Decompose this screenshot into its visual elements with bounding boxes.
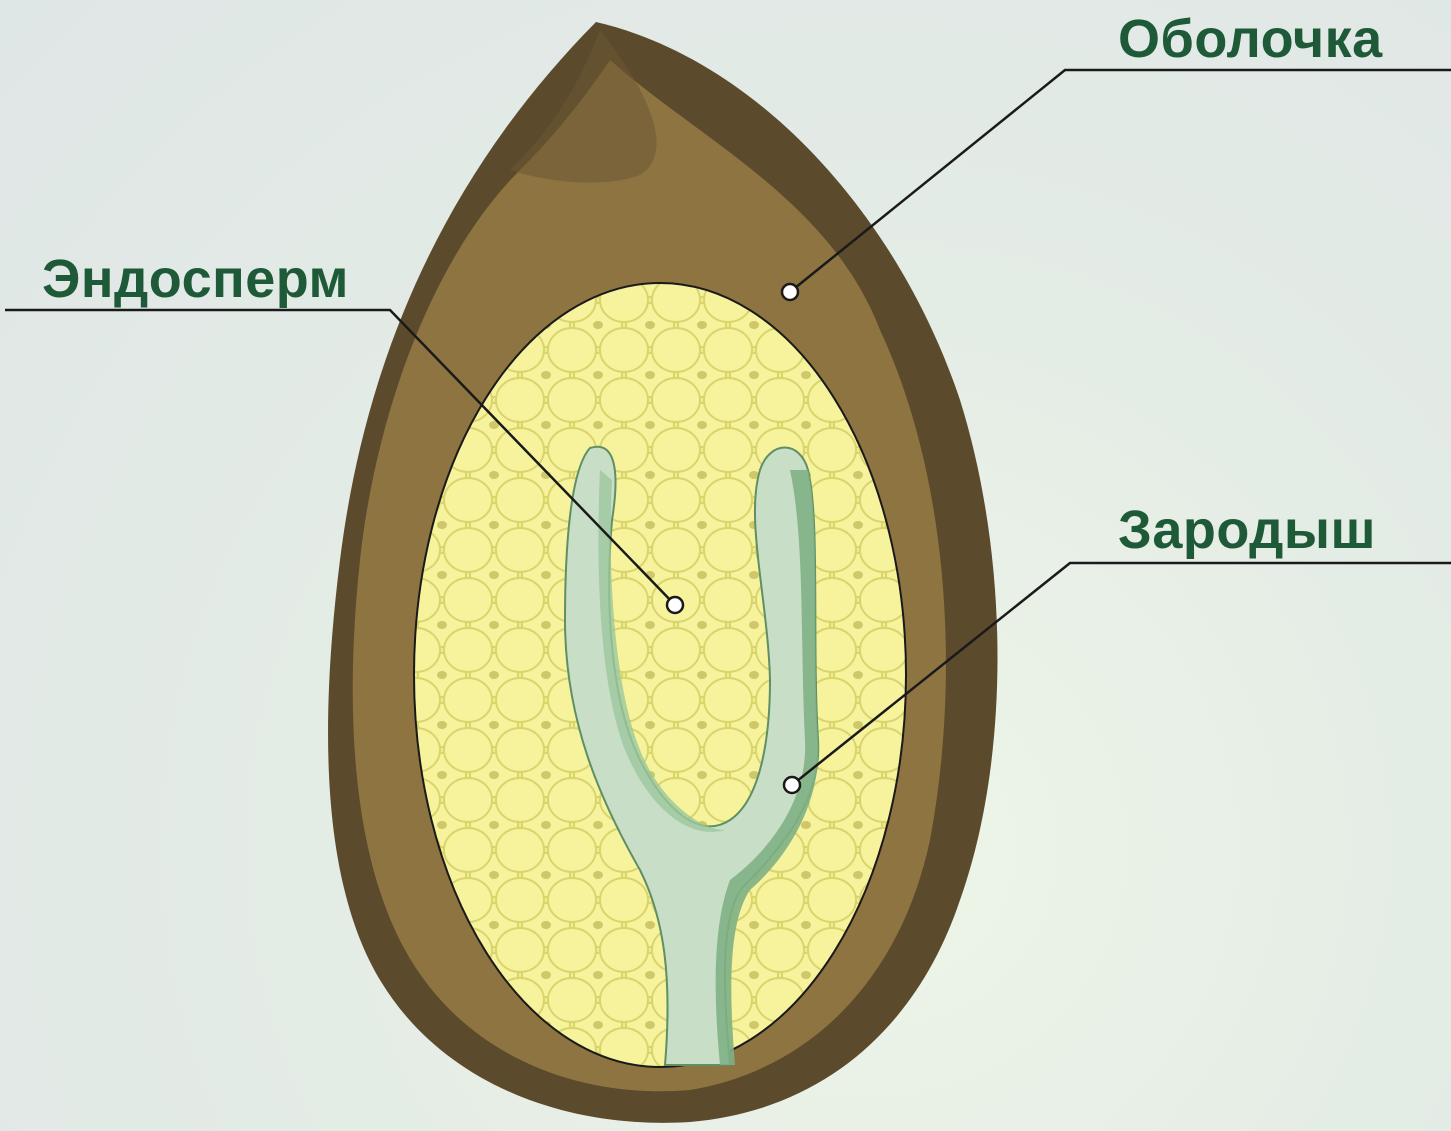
endosperm bbox=[414, 283, 906, 1067]
label-endosperm: Эндосперм bbox=[42, 252, 349, 306]
label-shell: Оболочка bbox=[1118, 12, 1383, 66]
pointer-dot-embryo bbox=[784, 777, 800, 793]
pointer-dot-endosperm bbox=[667, 597, 683, 613]
label-embryo: Зародыш bbox=[1118, 503, 1376, 557]
pointer-dot-shell bbox=[782, 284, 798, 300]
